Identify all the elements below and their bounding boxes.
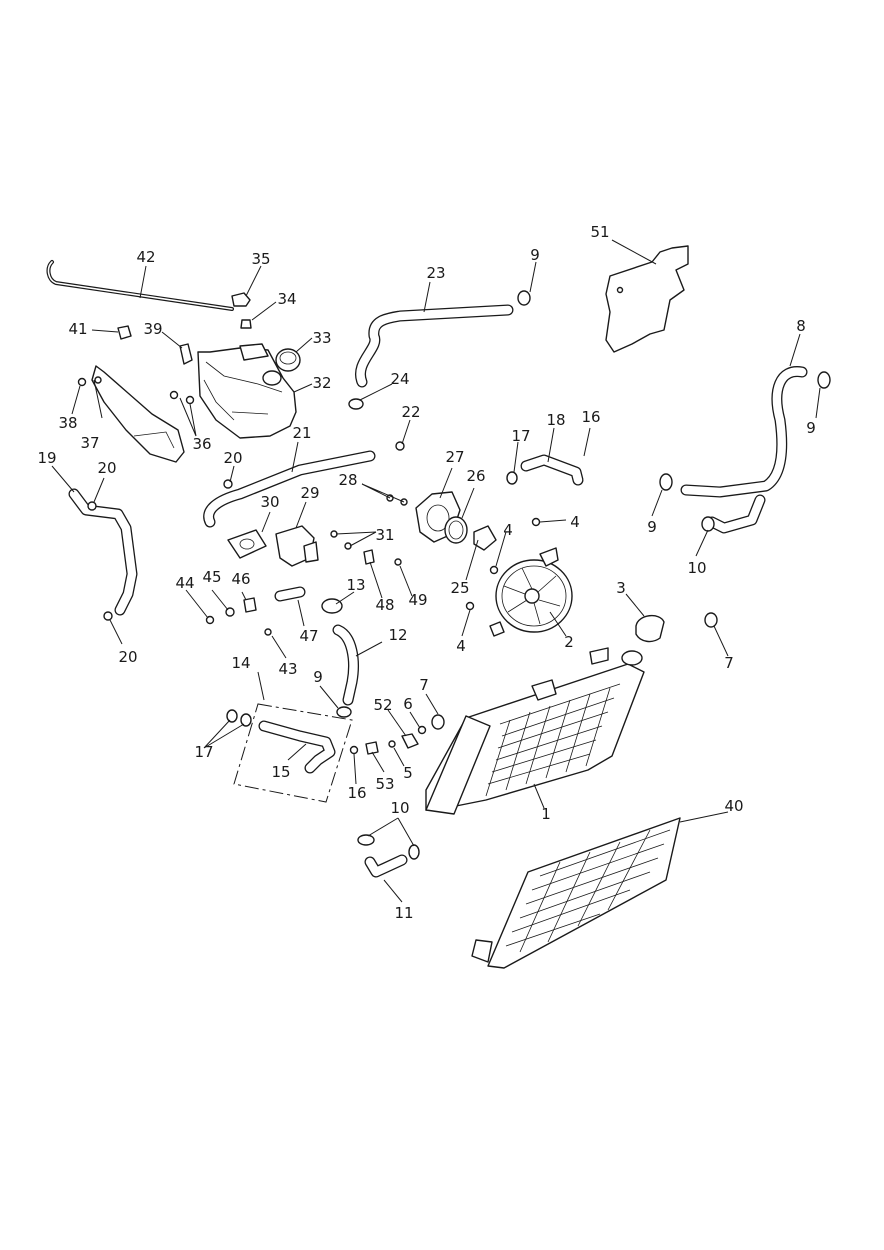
- callout-9-right: 9: [806, 419, 816, 437]
- small-hardware-part: [349, 725, 427, 755]
- callout-33: 33: [312, 329, 331, 347]
- callout-31: 31: [375, 526, 394, 544]
- callout-51: 51: [590, 223, 609, 241]
- callout-13: 13: [346, 576, 365, 594]
- callout-10-right: 10: [687, 559, 706, 577]
- callout-35: 35: [251, 250, 270, 268]
- small-hoses-part: [68, 441, 405, 621]
- callout-4-low: 4: [456, 637, 466, 655]
- top-hose-part: [355, 304, 514, 388]
- breather-fitting-part: [231, 292, 252, 329]
- filler-cap-part: [275, 348, 301, 372]
- callout-21: 21: [292, 424, 311, 442]
- callout-41: 41: [68, 320, 87, 338]
- tank-cover-part: [91, 365, 185, 463]
- callout-40: 40: [724, 797, 743, 815]
- callout-23: 23: [426, 264, 445, 282]
- radiator-cap-part: [635, 615, 665, 643]
- callout-37: 37: [80, 434, 99, 452]
- bypass-hose-part: [357, 834, 420, 878]
- callout-32: 32: [312, 374, 331, 392]
- callout-49: 49: [408, 591, 427, 609]
- callout-30: 30: [260, 493, 279, 511]
- screws-part: [77, 377, 195, 405]
- callout-19: 19: [37, 449, 56, 467]
- callout-12: 12: [388, 626, 407, 644]
- callout-14: 14: [231, 654, 250, 672]
- radiator-hose-right-part: [659, 366, 831, 534]
- heat-shield-part: [605, 245, 689, 353]
- callout-9-mid: 9: [647, 518, 657, 536]
- callout-17-upper: 17: [511, 427, 530, 445]
- clip-part: [117, 325, 132, 340]
- callout-4-right: 4: [570, 513, 580, 531]
- callout-48: 48: [375, 596, 394, 614]
- callout-17-lower: 17: [194, 743, 213, 761]
- callout-25: 25: [450, 579, 469, 597]
- callout-27: 27: [445, 448, 464, 466]
- callout-22: 22: [401, 403, 420, 421]
- callout-24: 24: [390, 370, 409, 388]
- callout-15: 15: [271, 763, 290, 781]
- callout-5: 5: [403, 764, 413, 782]
- blanking-cap-part: [431, 612, 718, 730]
- callout-1: 1: [541, 805, 551, 823]
- radiator-guard-part: [471, 817, 681, 969]
- callout-34: 34: [277, 290, 296, 308]
- hose-clamp-part: [348, 290, 531, 410]
- radiator-part: [425, 647, 645, 815]
- callout-3: 3: [616, 579, 626, 597]
- callout-11: 11: [394, 904, 413, 922]
- callout-39: 39: [143, 320, 162, 338]
- callout-6: 6: [403, 695, 413, 713]
- callout-8: 8: [796, 317, 806, 335]
- fasteners-part: [205, 494, 541, 636]
- callout-16-upper: 16: [581, 408, 600, 426]
- callout-46: 46: [231, 570, 250, 588]
- callout-9-top: 9: [530, 246, 540, 264]
- callout-28: 28: [338, 471, 357, 489]
- water-pump-part: [227, 525, 319, 567]
- callout-42: 42: [136, 248, 155, 266]
- cooling-fan-part: [489, 547, 573, 637]
- callout-29: 29: [300, 484, 319, 502]
- lower-hose-part: [321, 598, 359, 718]
- callout-45: 45: [202, 568, 221, 586]
- callout-20-mid: 20: [223, 449, 242, 467]
- callout-52: 52: [373, 696, 392, 714]
- breather-rod-part: [46, 260, 234, 311]
- coolant-pipe-part: [226, 703, 353, 803]
- callout-20-left: 20: [97, 459, 116, 477]
- callout-44: 44: [175, 574, 194, 592]
- callout-20-bottom: 20: [118, 648, 137, 666]
- tank-bracket-part: [179, 343, 193, 365]
- callout-36: 36: [192, 435, 211, 453]
- expansion-tank-part: [197, 343, 297, 439]
- callout-4-mid: 4: [503, 521, 513, 539]
- thermostat-housing-part: [415, 491, 497, 551]
- callout-9-low: 9: [313, 668, 323, 686]
- callout-18: 18: [546, 411, 565, 429]
- callout-43: 43: [278, 660, 297, 678]
- callout-47: 47: [299, 627, 318, 645]
- callout-10-low: 10: [390, 799, 409, 817]
- callout-53: 53: [375, 775, 394, 793]
- callout-labels: 42 35 34 41 39 33 32 23 9 51 8 9 24 22 2…: [37, 223, 815, 922]
- leader-lines: [51, 239, 821, 903]
- outlet-pipe-part: [506, 454, 584, 486]
- callout-7-right: 7: [724, 654, 734, 672]
- callout-7-left: 7: [419, 676, 429, 694]
- callout-26: 26: [466, 467, 485, 485]
- callout-16-lower: 16: [347, 784, 366, 802]
- callout-2: 2: [564, 633, 574, 651]
- callout-38: 38: [58, 414, 77, 432]
